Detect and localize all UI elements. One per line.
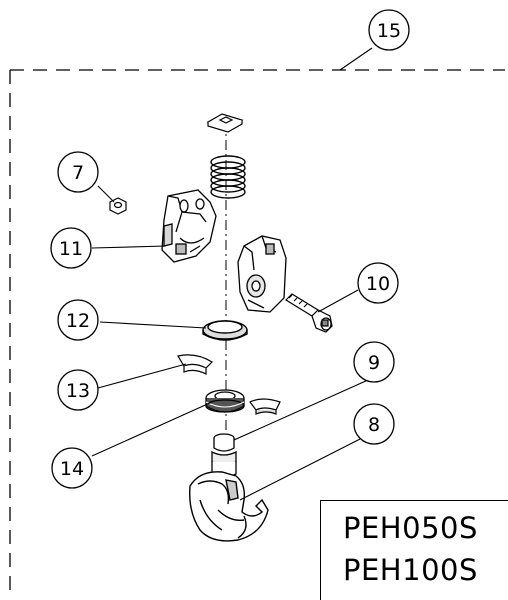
part-11-left-clamp — [161, 189, 217, 263]
callout-13: 13 — [57, 369, 99, 411]
callout-8: 8 — [353, 403, 395, 445]
svg-text:9: 9 — [368, 352, 380, 374]
svg-text:13: 13 — [66, 380, 90, 402]
svg-text:11: 11 — [59, 238, 83, 260]
part-12-washer — [202, 320, 248, 341]
callout-11: 11 — [50, 227, 92, 269]
svg-text:15: 15 — [377, 20, 401, 42]
model-number-1: PEH050S — [343, 511, 478, 545]
model-number-box: PEH050S PEH100S — [320, 500, 508, 600]
part-14-bearing — [205, 389, 245, 413]
part-13-left-collar — [177, 354, 213, 375]
callout-7: 7 — [57, 151, 99, 193]
part-8-hook — [189, 471, 269, 542]
callout-12: 12 — [57, 299, 99, 341]
callout-9: 9 — [353, 341, 395, 383]
svg-text:10: 10 — [366, 273, 390, 295]
assembly-boundary — [9, 69, 505, 596]
leader-lines — [91, 47, 373, 501]
svg-text:12: 12 — [66, 310, 90, 332]
svg-text:8: 8 — [368, 414, 380, 436]
callout-14: 14 — [51, 447, 93, 489]
callout-15: 15 — [368, 9, 410, 51]
callout-10: 10 — [357, 262, 399, 304]
part-top-washer — [206, 113, 244, 133]
svg-text:7: 7 — [72, 162, 84, 184]
part-10-screw — [285, 293, 333, 333]
svg-text:14: 14 — [60, 458, 84, 480]
part-13-right-collar — [249, 398, 281, 415]
part-9-pin — [211, 433, 237, 478]
model-number-2: PEH100S — [343, 553, 478, 587]
part-10-right-clamp — [237, 235, 287, 313]
part-spring — [210, 155, 246, 199]
